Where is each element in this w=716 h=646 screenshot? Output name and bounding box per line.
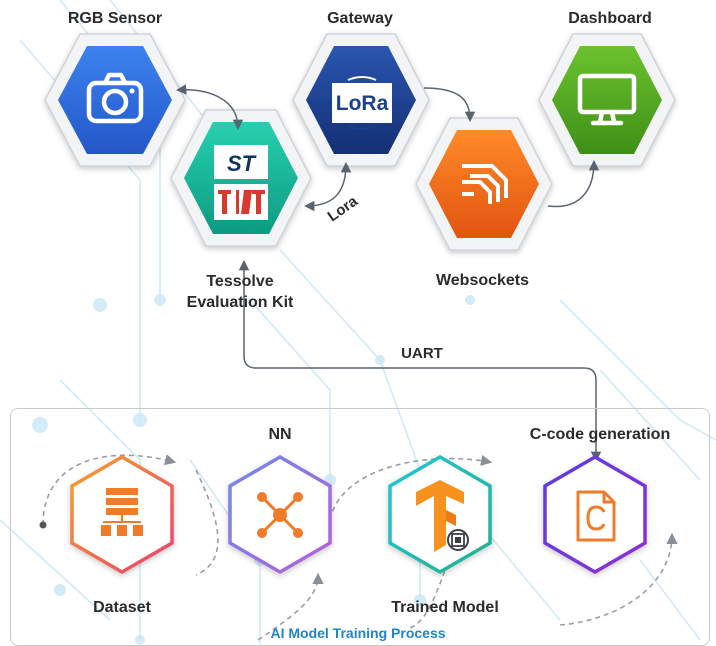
cycle-start-dot [39,521,47,529]
connector-gateway-to-websockets [423,87,476,123]
label-tessolve-line1: Tessolve [206,273,274,290]
tensorflow-icon [416,480,464,552]
connector-uart [238,259,602,463]
label-rgb-sensor: RGB Sensor [67,10,163,27]
connector-sensor-to-kit [175,84,244,131]
hierarchy-icon [101,488,143,536]
hex-dashboard[interactable] [538,33,676,167]
chip-badge-icon [447,529,469,551]
label-step-c-code: C-code generation [529,426,671,443]
label-websockets: Websockets [435,272,530,289]
websocket-icon [462,164,508,204]
lora-logo: LoRa [332,76,392,130]
label-step-nn: NN [268,426,292,443]
camera-icon [86,72,144,124]
label-dashboard: Dashboard [568,10,652,27]
hex-c-code[interactable] [543,454,647,575]
label-tessolve-line2: Evaluation Kit [186,294,294,311]
label-step-dataset: Dataset [93,599,151,616]
network-icon [257,492,303,538]
c-file-icon [576,490,616,542]
monitor-icon [577,73,637,126]
lora-logo-text: LoRa [336,92,389,115]
connector-websockets-to-dashboard [547,159,600,208]
hex-rgb-sensor[interactable] [44,33,186,167]
st-logo: ST [214,145,268,220]
label-gateway: Gateway [327,10,393,27]
training-process-title: AI Model Training Process [270,625,446,641]
lora-connector-label: Lora [325,192,362,225]
svg-text:ST: ST [227,151,257,176]
label-step-trained-model: Trained Model [391,599,499,616]
label-tessolve: Tessolve Evaluation Kit [160,271,320,313]
label-uart: UART [401,345,443,362]
connector-lora [303,161,352,212]
